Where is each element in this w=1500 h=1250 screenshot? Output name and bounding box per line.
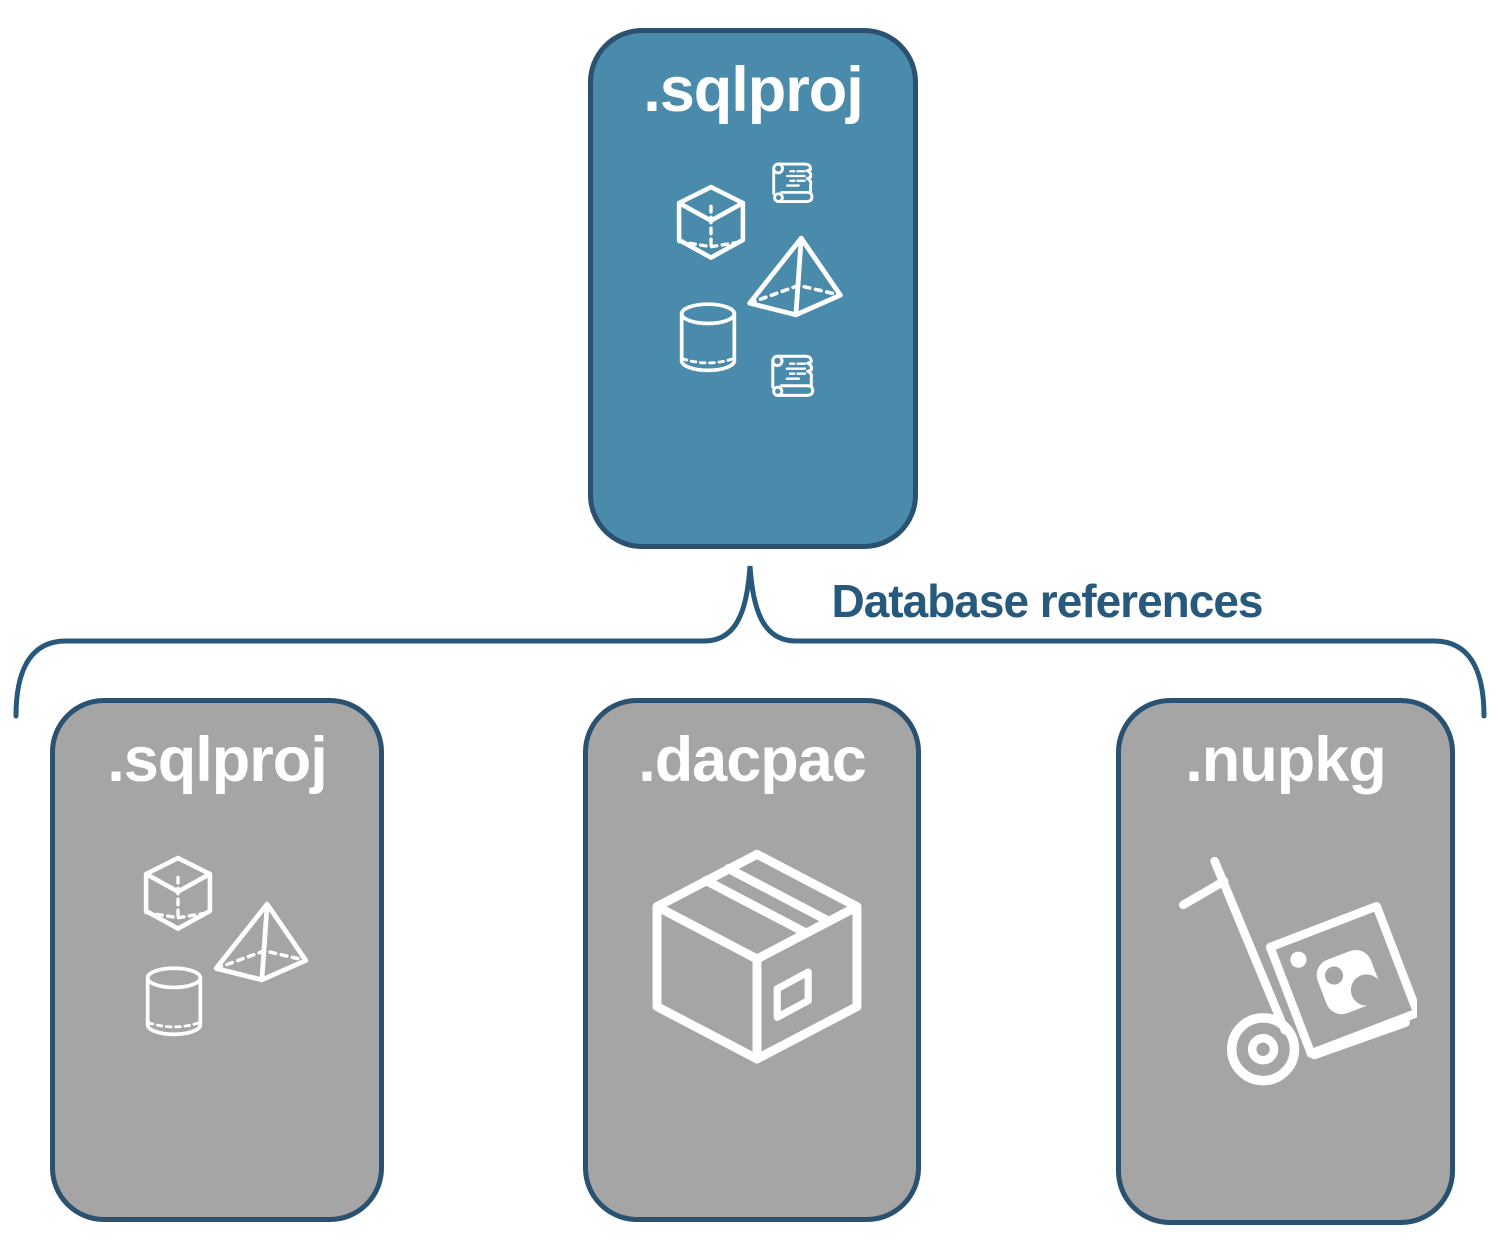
scroll-icon [768, 352, 822, 400]
cube-icon [668, 182, 754, 266]
nuget-handtruck-icon [1170, 847, 1417, 1090]
cylinder-icon [142, 965, 206, 1039]
root-card-title: .sqlproj [643, 55, 864, 125]
scroll-icon [768, 160, 822, 206]
child-card-dacpac: .dacpac [583, 698, 921, 1222]
cube-icon [135, 853, 221, 937]
child-card-title: .nupkg [1185, 725, 1386, 795]
child-card-nupkg: .nupkg [1116, 698, 1455, 1225]
pyramid-icon [212, 898, 310, 986]
cylinder-icon [675, 301, 741, 375]
root-card: .sqlproj [588, 28, 918, 549]
child-card-sqlproj: .sqlproj [50, 698, 384, 1222]
connector-label: Database references [831, 575, 1263, 627]
pyramid-icon [745, 232, 845, 321]
package-box-icon [638, 830, 876, 1088]
child-card-title: .dacpac [638, 725, 867, 795]
child-card-title: .sqlproj [107, 725, 328, 795]
